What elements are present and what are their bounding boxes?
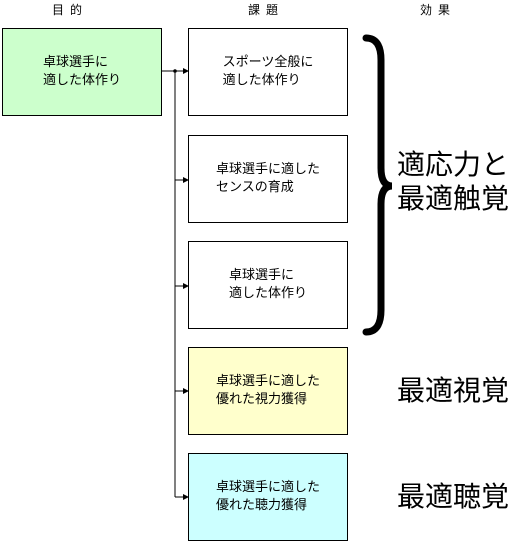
- effect-vision-text: 最適視覚: [397, 374, 510, 407]
- task-text: スポーツ全般に 適した体作り: [222, 55, 314, 88]
- task-box-vision: 卓球選手に適した 優れた視力獲得: [188, 347, 348, 435]
- effect-hearing-text: 最適聴覚: [397, 480, 510, 513]
- effect-group-text: 適応力と 最適触覚: [397, 148, 510, 215]
- header-task: 課題: [248, 3, 285, 17]
- task-box-sense: 卓球選手に適した センスの育成: [188, 135, 348, 223]
- task-text: 卓球選手に適した 優れた聴力獲得: [215, 480, 320, 513]
- task-box-table-tennis-body: 卓球選手に 適した体作り: [188, 241, 348, 329]
- task-text: 卓球選手に適した センスの育成: [215, 162, 320, 195]
- header-effect: 効果: [420, 3, 457, 17]
- curly-brace-icon: [362, 34, 393, 336]
- task-text: 卓球選手に適した 優れた視力獲得: [215, 374, 320, 407]
- header-purpose: 目的: [52, 3, 89, 17]
- task-text: 卓球選手に 適した体作り: [228, 268, 307, 301]
- connector-junction-dot: [173, 69, 177, 73]
- task-box-hearing: 卓球選手に適した 優れた聴力獲得: [188, 453, 348, 541]
- purpose-box: 卓球選手に 適した体作り: [2, 28, 162, 116]
- task-box-general-body: スポーツ全般に 適した体作り: [188, 28, 348, 116]
- purpose-text: 卓球選手に 適した体作り: [42, 55, 121, 88]
